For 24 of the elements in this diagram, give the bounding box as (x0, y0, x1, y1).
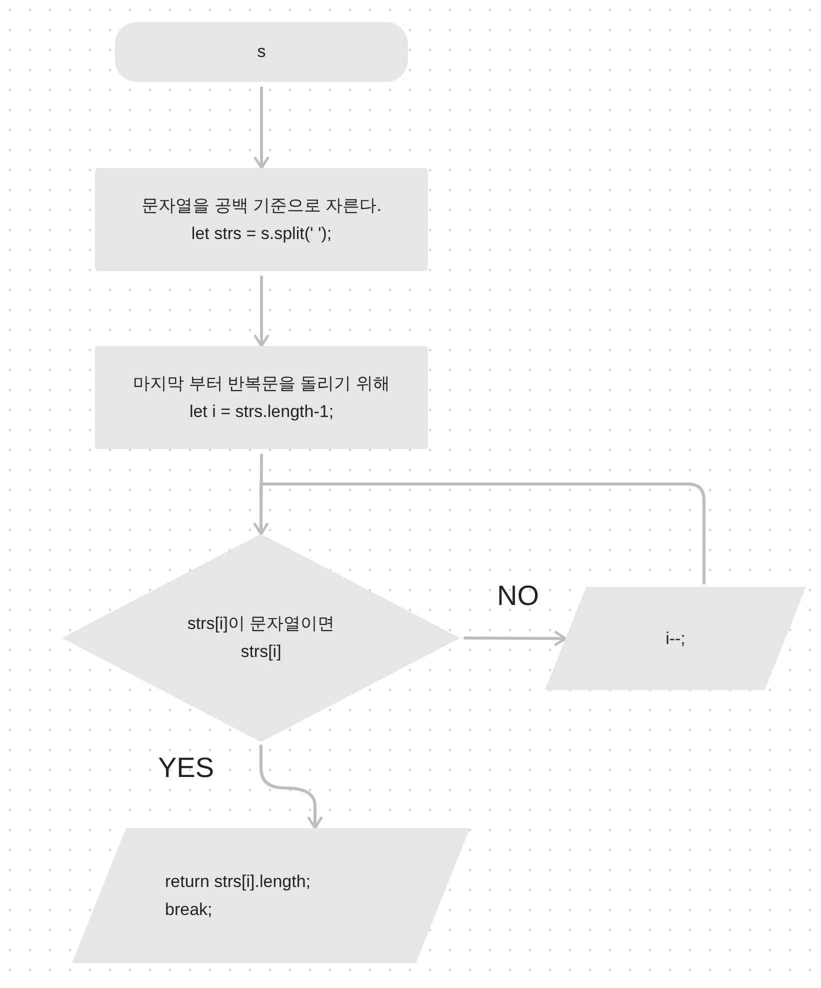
node-text: let strs = s.split(' '); (191, 222, 332, 244)
node-text: i--; (666, 628, 686, 650)
node-text: s (257, 41, 266, 63)
node-text: let i = strs.length-1; (189, 400, 334, 422)
arrow (254, 276, 269, 348)
node-text: break; (165, 898, 212, 920)
node-text: return strs[i].length; (165, 870, 311, 892)
arrow (464, 630, 568, 646)
process-box (95, 346, 428, 449)
io-parallelogram (545, 587, 806, 690)
node-text: 문자열을 공백 기준으로 자른다. (142, 194, 382, 216)
condition-text: strs[i]이 문자열이면 (187, 613, 335, 635)
arrow (254, 86, 269, 170)
arrow (254, 454, 269, 536)
io-parallelogram (72, 828, 470, 963)
edge-label: YES (158, 752, 214, 784)
decision-diamond (62, 534, 460, 742)
edge-label: NO (497, 580, 539, 612)
start-terminal (115, 22, 408, 82)
node-text: 마지막 부터 반복문을 돌리기 위해 (133, 372, 390, 394)
arrow (254, 482, 706, 584)
condition-text: strs[i] (240, 641, 282, 663)
arrow (260, 744, 322, 830)
process-box (95, 168, 428, 271)
